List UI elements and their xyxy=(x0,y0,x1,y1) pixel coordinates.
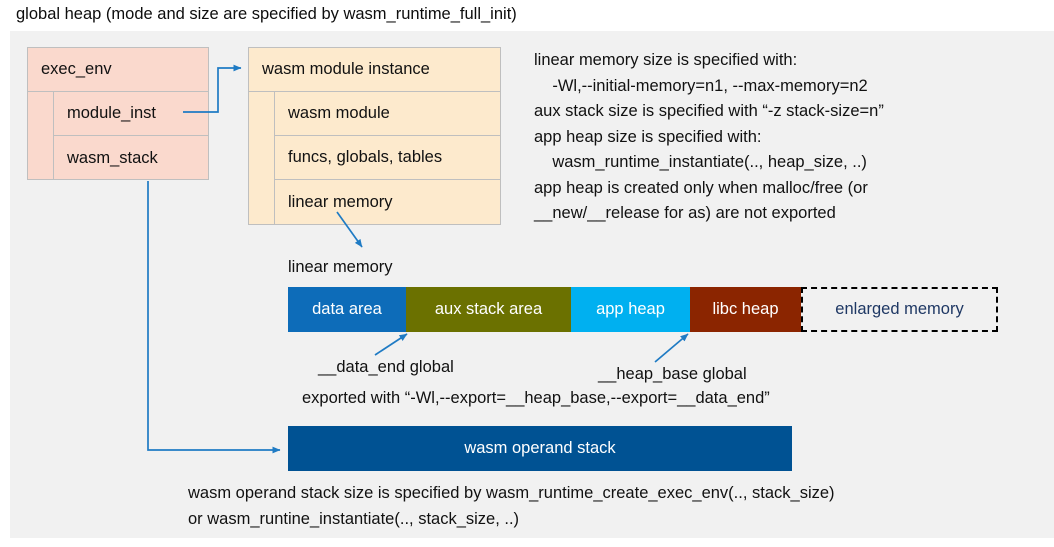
wasm-module-instance-body: wasm module funcs, globals, tables linea… xyxy=(249,92,500,224)
exec-env-body: module_inst wasm_stack xyxy=(28,92,208,180)
field-linear-memory: linear memory xyxy=(288,192,393,211)
exec-env-gutter xyxy=(28,92,54,180)
wasm-module-instance-title: wasm module instance xyxy=(249,48,500,92)
linear-memory-note-line-5: app heap is created only when malloc/fre… xyxy=(534,178,868,197)
page-title: global heap (mode and size are specified… xyxy=(16,5,517,23)
exec-env-title: exec_env xyxy=(28,48,208,92)
wasm-module-instance-box: wasm module instance wasm module funcs, … xyxy=(248,47,501,225)
linear-memory-note-line-1: -Wl,--initial-memory=n1, --max-memory=n2 xyxy=(534,76,868,95)
operand-stack-note-line-0: wasm operand stack size is specified by … xyxy=(188,484,835,502)
wasm-module-instance-fields: wasm module funcs, globals, tables linea… xyxy=(275,92,500,224)
wasm-operand-stack-box: wasm operand stack xyxy=(288,426,792,471)
export-flags-annotation: exported with “-Wl,--export=__heap_base,… xyxy=(302,389,770,407)
exec-env-fields: module_inst wasm_stack xyxy=(54,92,208,180)
wasm-module-instance-gutter xyxy=(249,92,275,224)
memory-segment-data-area: data area xyxy=(288,287,406,332)
linear-memory-note-line-0: linear memory size is specified with: xyxy=(534,51,798,69)
memory-segment-aux-stack-area: aux stack area xyxy=(406,287,571,332)
linear-memory-note-line-6: __new/__release for as) are not exported xyxy=(534,204,836,222)
linear-memory-note-line-4: wasm_runtime_instantiate(.., heap_size, … xyxy=(534,153,867,171)
linear-memory-notes: linear memory size is specified with: -W… xyxy=(534,48,884,227)
memory-segment-libc-heap: libc heap xyxy=(690,287,801,332)
exec-env-field-module-inst: module_inst xyxy=(54,92,208,136)
data-end-annotation: __data_end global xyxy=(318,358,454,376)
exec-env-field-wasm-stack: wasm_stack xyxy=(67,148,158,167)
memory-segment-app-heap: app heap xyxy=(571,287,690,332)
heap-base-annotation: __heap_base global xyxy=(598,365,747,383)
operand-stack-note-line-1: or wasm_runtine_instantiate(.., stack_si… xyxy=(188,509,520,528)
linear-memory-label: linear memory xyxy=(288,258,393,276)
exec-env-box: exec_env module_inst wasm_stack xyxy=(27,47,209,180)
memory-segment-enlarged-memory: enlarged memory xyxy=(801,287,998,332)
field-wasm-module: wasm module xyxy=(275,92,500,136)
operand-stack-notes: wasm operand stack size is specified by … xyxy=(188,481,835,532)
linear-memory-note-line-3: app heap size is specified with: xyxy=(534,127,762,146)
field-funcs-globals-tables: funcs, globals, tables xyxy=(275,136,500,180)
linear-memory-note-line-2: aux stack size is specified with “-z sta… xyxy=(534,102,884,120)
